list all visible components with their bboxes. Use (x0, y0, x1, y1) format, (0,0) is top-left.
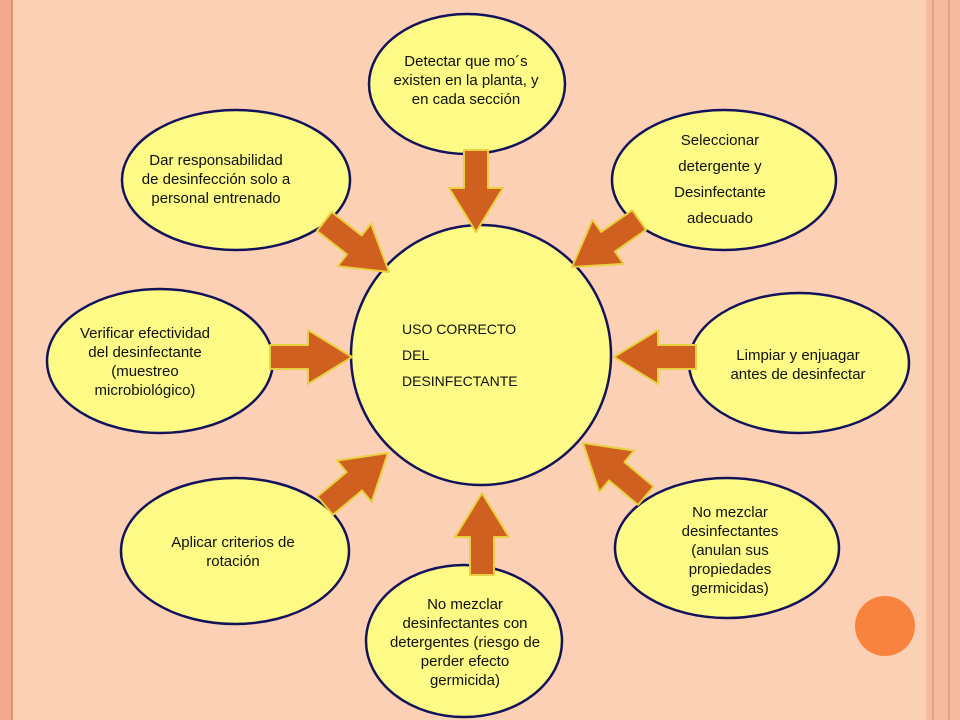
node-right-text: Limpiar y enjuagar antes de desinfectar (730, 347, 866, 383)
ellipse-top-right (610, 108, 838, 252)
right-border-line (932, 0, 934, 720)
arrow-from-left (269, 329, 353, 385)
node-bottom-left-text: Aplicar criterios de rotación (171, 534, 295, 570)
ellipse-bottom (364, 563, 564, 719)
left-border-line (11, 0, 13, 720)
node-top-left: Dar responsabilidad de desinfección solo… (118, 146, 314, 212)
node-bottom-text: No mezclar desinfectantes con detergente… (389, 595, 541, 689)
ellipse-top-left (120, 108, 352, 252)
arrow-from-top (448, 149, 504, 233)
node-top-right-text: Seleccionar detergente y Desinfectante a… (674, 132, 766, 227)
node-right: Limpiar y enjuagar antes de desinfectar (698, 330, 898, 400)
left-border-band (0, 0, 11, 720)
orange-accent-dot (855, 596, 915, 656)
arrow-from-right (613, 329, 697, 385)
center-label: USO CORRECTO DEL DESINFECTANTE (360, 300, 580, 410)
ellipse-bottom-left (119, 476, 351, 626)
center-text: USO CORRECTO DEL DESINFECTANTE (402, 321, 518, 389)
right-border-band (926, 0, 960, 720)
arrow-from-bottom (454, 492, 510, 576)
node-left-text: Verificar efectividad del desinfectante … (79, 325, 211, 399)
right-border-line (948, 0, 950, 720)
arrow-from-bottom-right (582, 442, 655, 506)
arrow-from-bottom-left (316, 452, 389, 516)
node-bottom-left: Aplicar criterios de rotación (135, 525, 331, 579)
node-bottom: No mezclar desinfectantes con detergente… (370, 590, 560, 694)
node-top-text: Detectar que mo´s existen en la planta, … (393, 52, 539, 108)
node-bottom-right: No mezclar desinfectantes (anulan sus pr… (630, 495, 830, 605)
arrow-from-top-right (571, 209, 648, 268)
ellipse-bottom-right (613, 476, 841, 620)
node-left: Verificar efectividad del desinfectante … (45, 320, 245, 404)
node-top: Detectar que mo´s existen en la planta, … (368, 40, 564, 120)
node-top-right: Seleccionar detergente y Desinfectante a… (620, 125, 820, 235)
node-bottom-right-text: No mezclar desinfectantes (anulan sus pr… (681, 503, 779, 597)
arrow-from-top-left (315, 211, 390, 273)
node-top-left-text: Dar responsabilidad de desinfección solo… (141, 151, 291, 207)
